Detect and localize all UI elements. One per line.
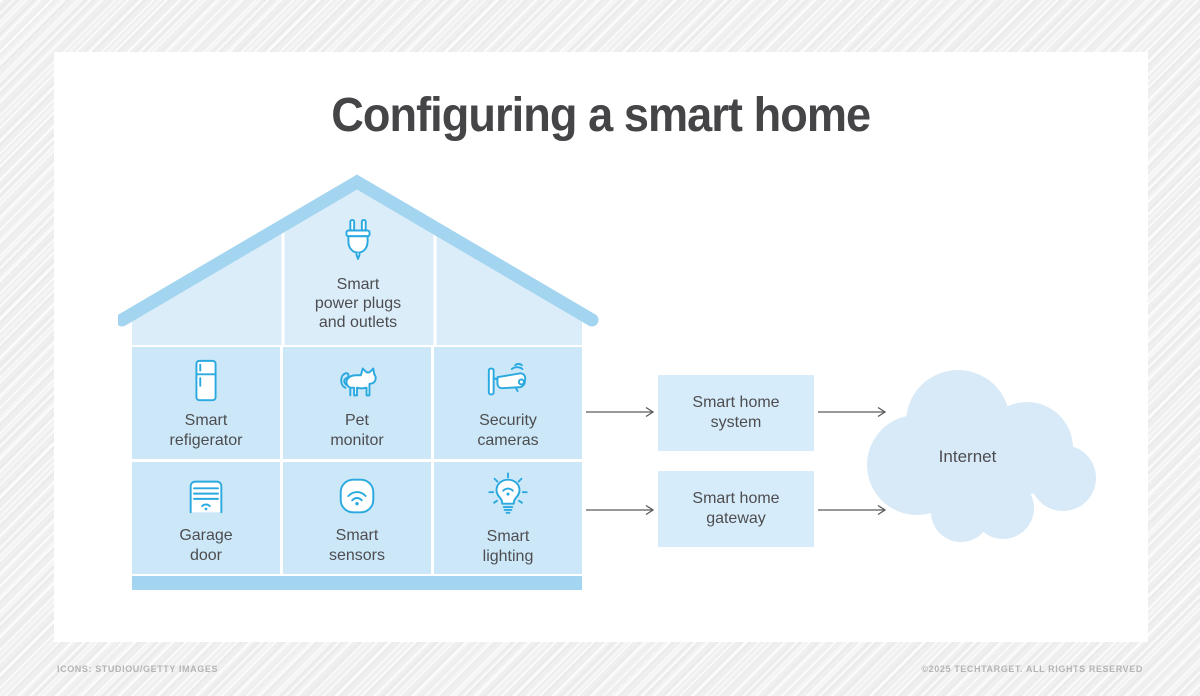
device-cell-smart-refrigerator: Smart refigerator	[132, 347, 280, 459]
device-label: Smart refigerator	[169, 412, 243, 449]
house-roof	[118, 174, 599, 345]
node-smart-home-gateway: Smart home gateway	[658, 471, 814, 547]
internet-cloud-shape	[867, 370, 1096, 542]
page-title: Configuring a smart home	[331, 89, 872, 142]
smart-home-house: Smart power plugs and outlets Smart refi…	[118, 170, 600, 595]
arrow-house-to-gateway	[586, 504, 655, 516]
device-cell-garage-door: Garage door	[132, 462, 280, 574]
device-label: Pet monitor	[330, 412, 384, 449]
icons-credit: ICONS: STUDIOU/GETTY IMAGES	[57, 664, 219, 674]
copyright-notice: ©2025 TECHTARGET. ALL RIGHTS RESERVED	[921, 664, 1143, 674]
lightbulb-icon	[485, 472, 531, 520]
device-label: Smart sensors	[328, 527, 386, 564]
device-cell-smart-lighting: Smart lighting	[434, 462, 582, 574]
garage-door-icon	[183, 473, 229, 519]
node-smart-home-system: Smart home system	[658, 375, 814, 451]
power-plug-icon	[336, 218, 380, 268]
house-room-grid: Smart refigerator Pet monitor	[132, 347, 582, 574]
device-label: Smart power plugs and outlets	[314, 276, 402, 332]
wifi-sensor-icon	[334, 473, 380, 519]
device-smart-power-plugs: Smart power plugs and outlets	[285, 218, 431, 333]
device-cell-smart-sensors: Smart sensors	[283, 462, 431, 574]
arrow-house-to-system	[586, 406, 655, 418]
arrow-system-to-internet	[818, 406, 887, 418]
device-label: Garage door	[179, 527, 233, 564]
device-label: Security cameras	[477, 412, 539, 449]
security-camera-icon	[482, 358, 534, 404]
device-cell-security-cameras: Security cameras	[434, 347, 582, 459]
refrigerator-icon	[183, 358, 229, 404]
cat-icon	[333, 358, 381, 404]
device-cell-pet-monitor: Pet monitor	[283, 347, 431, 459]
arrow-gateway-to-internet	[818, 504, 887, 516]
house-floor	[132, 576, 582, 590]
device-label: Smart lighting	[482, 528, 534, 565]
internet-label: Internet	[938, 447, 997, 466]
